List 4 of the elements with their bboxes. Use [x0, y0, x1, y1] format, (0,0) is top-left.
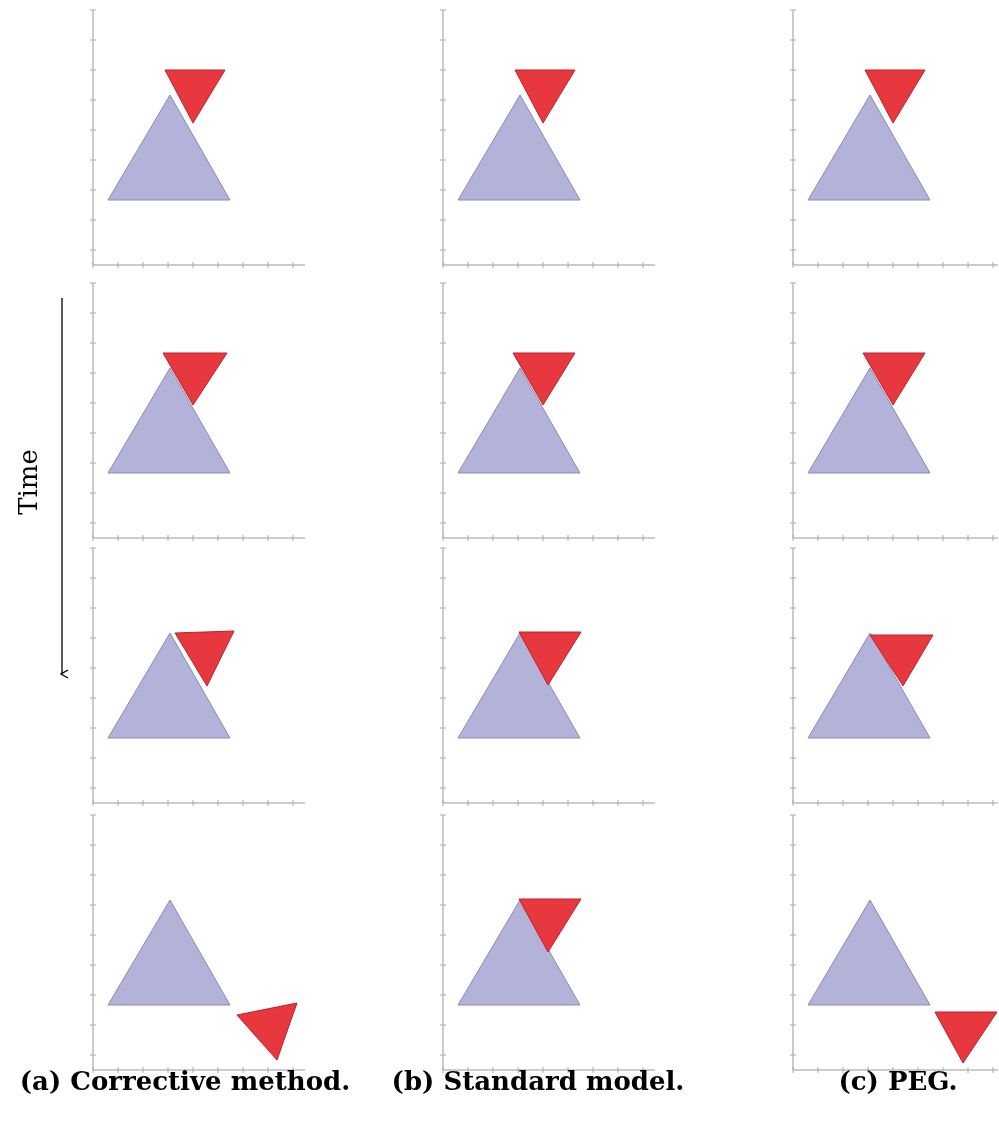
panel-caption: (c) PEG.	[838, 1066, 958, 1096]
panel-caption: (b) Standard model.	[391, 1066, 685, 1096]
panel-caption: (a) Corrective method.	[19, 1066, 351, 1096]
axis-label: Time	[13, 449, 43, 515]
